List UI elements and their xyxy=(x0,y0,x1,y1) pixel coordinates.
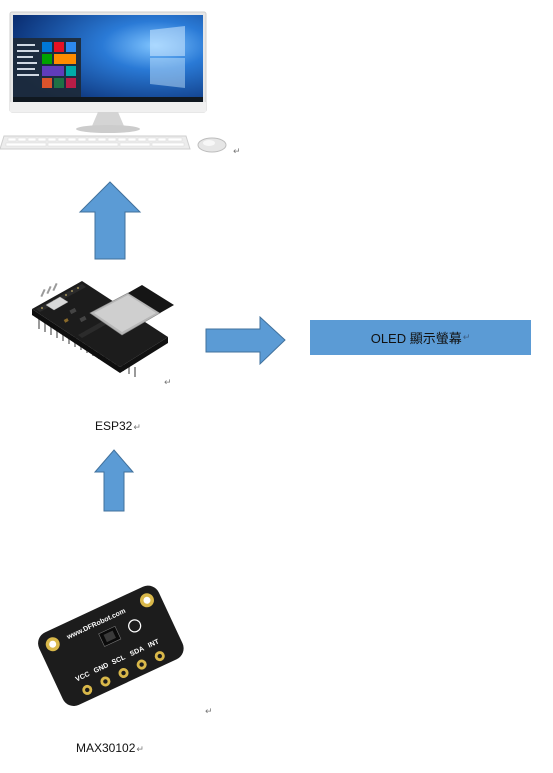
max30102-label-text: MAX30102 xyxy=(76,741,136,755)
arrow-right-to-oled xyxy=(205,316,286,366)
sensor-pin-int: INT xyxy=(147,638,161,649)
oled-display-box: OLED 顯示螢幕 ↵ xyxy=(310,320,531,355)
max30102-board-image: www.DFRobot.com VCC GND SCL SDA INT xyxy=(38,585,184,707)
esp32-label-text: ESP32 xyxy=(95,419,133,433)
paragraph-mark: ↵ xyxy=(462,332,471,342)
paragraph-mark: ↵ xyxy=(133,422,141,432)
desktop-computer-image xyxy=(0,11,227,153)
paragraph-mark: ↵ xyxy=(136,744,144,754)
esp32-board-image xyxy=(32,281,174,377)
paragraph-mark: ↵ xyxy=(164,377,172,387)
arrow-up-to-esp32 xyxy=(93,449,135,512)
oled-display-label: OLED 顯示螢幕 xyxy=(370,331,462,346)
max30102-label: MAX30102↵ xyxy=(76,741,144,755)
arrow-up-to-computer xyxy=(78,181,142,260)
esp32-label: ESP32↵ xyxy=(95,419,141,433)
paragraph-mark: ↵ xyxy=(205,706,213,716)
paragraph-mark: ↵ xyxy=(233,146,241,156)
